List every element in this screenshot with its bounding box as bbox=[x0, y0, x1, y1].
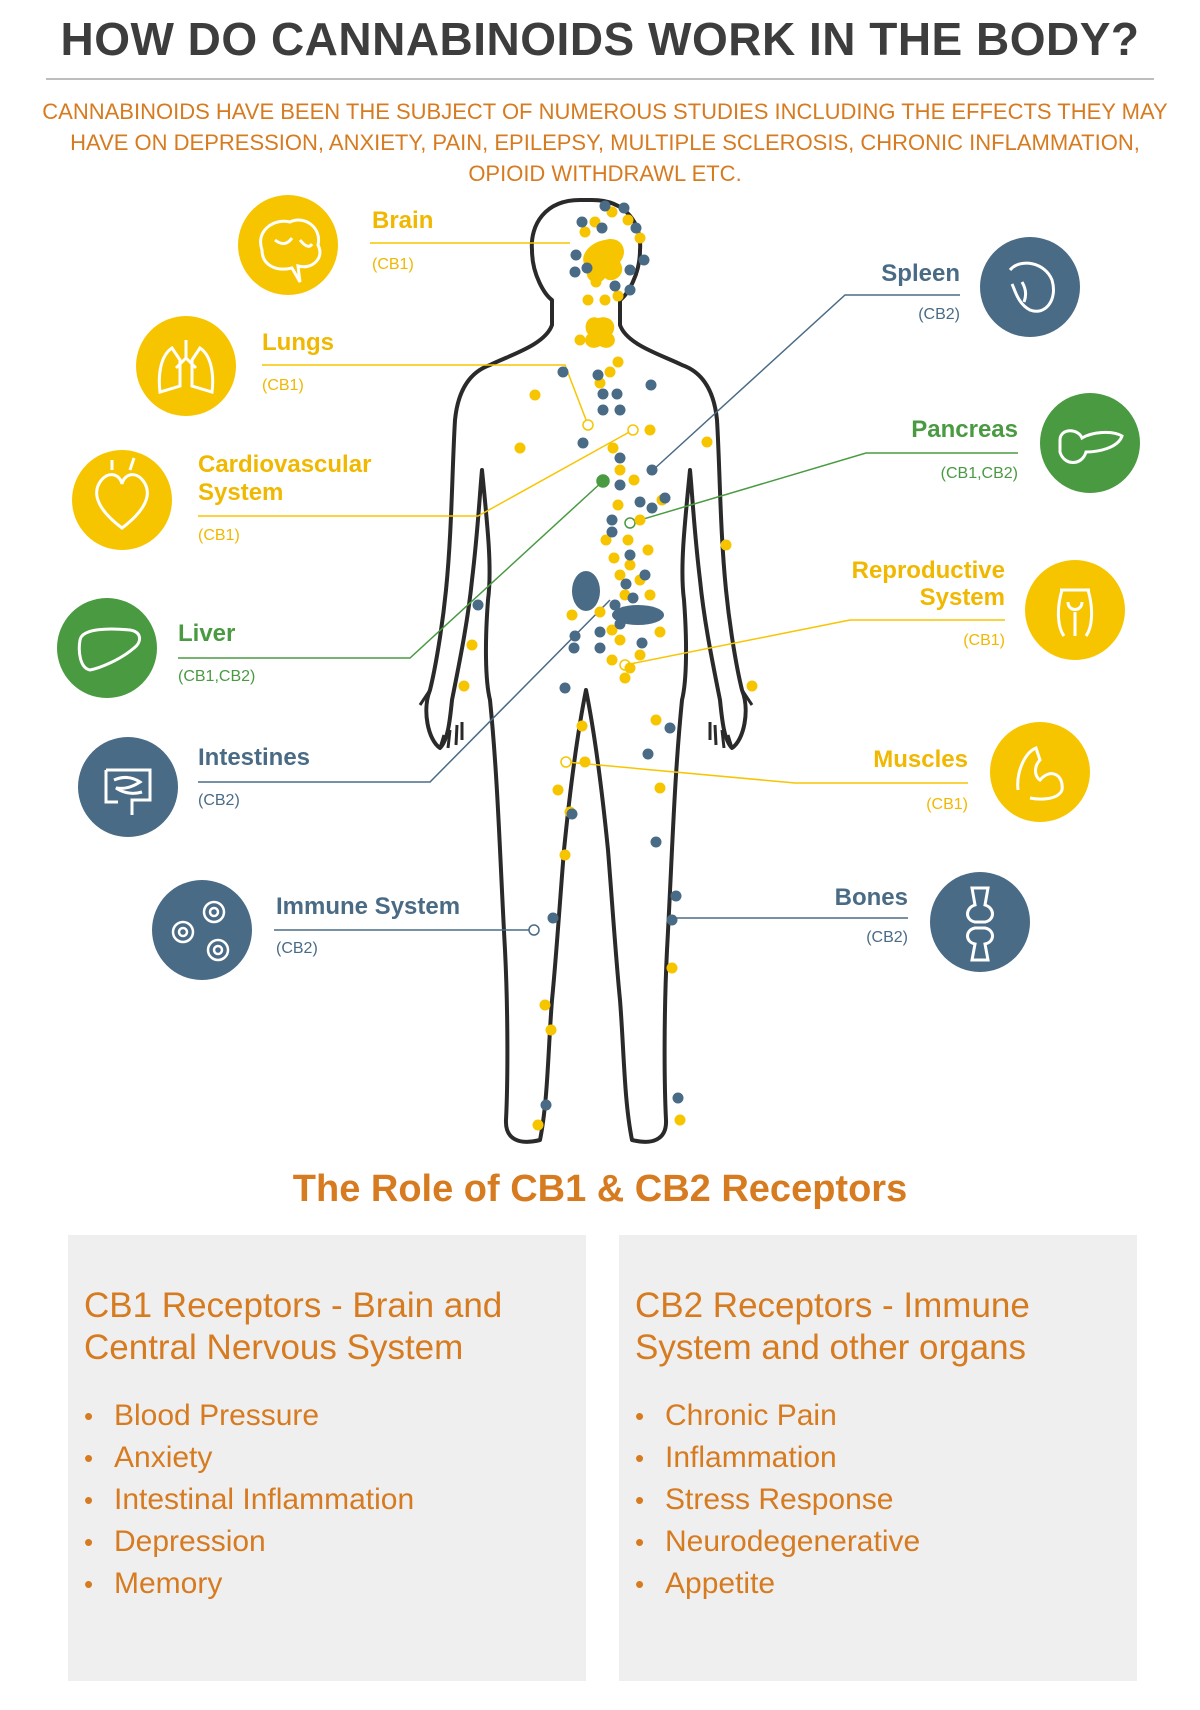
connector-cardio bbox=[198, 429, 634, 517]
organ-receptors-immune: (CB2) bbox=[276, 940, 318, 957]
organ-circle-immune bbox=[152, 880, 252, 980]
organ-circle-intestines bbox=[78, 737, 178, 837]
connector-lungs bbox=[262, 364, 589, 426]
organ-label-brain: Brain bbox=[372, 207, 434, 234]
cb1-list: Blood Pressure Anxiety Intestinal Inflam… bbox=[84, 1395, 414, 1605]
organ-circle-cardio bbox=[72, 450, 172, 550]
cb1-panel-title: CB1 Receptors - Brain and Central Nervou… bbox=[84, 1286, 503, 1367]
spleen-icon bbox=[1008, 261, 1055, 313]
list-item: Anxiety bbox=[84, 1437, 414, 1479]
organ-receptors-lungs: (CB1) bbox=[262, 377, 304, 394]
pancreas-icon bbox=[1058, 429, 1124, 464]
organ-label-immune: Immune System bbox=[276, 893, 461, 920]
organ-receptors-spleen: (CB2) bbox=[918, 306, 960, 323]
connector-spleen bbox=[652, 294, 960, 471]
list-item: Neurodegenerative bbox=[635, 1521, 920, 1563]
connector-lines bbox=[178, 242, 1018, 931]
cb2-panel-title: CB2 Receptors - Immune System and other … bbox=[635, 1286, 1030, 1367]
human-body-outline bbox=[424, 198, 748, 1144]
list-item: Depression bbox=[84, 1521, 414, 1563]
list-item: Chronic Pain bbox=[635, 1395, 920, 1437]
organ-circle-spleen bbox=[980, 237, 1080, 337]
intestines-icon bbox=[104, 768, 152, 815]
list-item: Appetite bbox=[635, 1563, 920, 1605]
list-item: Inflammation bbox=[635, 1437, 920, 1479]
organ-receptors-muscles: (CB1) bbox=[926, 796, 968, 813]
reproductive-icon bbox=[1056, 588, 1094, 637]
organ-label-intestines: Intestines bbox=[198, 744, 311, 771]
organ-receptors-bones: (CB2) bbox=[866, 929, 908, 946]
organ-label-muscles: Muscles bbox=[873, 746, 968, 773]
cb2-panel: CB2 Receptors - Immune System and other … bbox=[619, 1235, 1137, 1681]
connector-intestines bbox=[198, 599, 611, 783]
bone-icon bbox=[966, 886, 994, 962]
organ-label-bones: Bones bbox=[834, 884, 908, 911]
neck-cluster bbox=[585, 317, 615, 348]
heart-icon bbox=[95, 457, 149, 530]
organ-circle-liver bbox=[57, 598, 157, 698]
organ-label-spleen: Spleen bbox=[881, 260, 960, 287]
brain-cluster bbox=[583, 239, 625, 283]
organ-label-lungs: Lungs bbox=[262, 329, 334, 356]
connector-reproductive bbox=[624, 619, 1005, 666]
organ-receptors-brain: (CB1) bbox=[372, 256, 414, 273]
organ-receptors-pancreas: (CB1,CB2) bbox=[940, 465, 1018, 482]
organ-circle-reproductive bbox=[1025, 560, 1125, 660]
right-hand bbox=[708, 689, 754, 749]
organ-receptors-liver: (CB1,CB2) bbox=[178, 668, 256, 685]
stomach-shape bbox=[612, 605, 664, 625]
list-item: Intestinal Inflammation bbox=[84, 1479, 414, 1521]
organ-receptors-reproductive: (CB1) bbox=[963, 632, 1005, 649]
organ-label-liver: Liver bbox=[178, 620, 236, 647]
connector-muscles bbox=[565, 761, 968, 784]
list-item: Memory bbox=[84, 1563, 414, 1605]
liver-icon bbox=[77, 627, 141, 672]
organ-circle-lungs bbox=[136, 316, 236, 416]
page-subtitle: CANNABINOIDS HAVE BEEN THE SUBJECT OF NU… bbox=[42, 99, 1168, 186]
cb1-panel: CB1 Receptors - Brain and Central Nervou… bbox=[68, 1235, 586, 1681]
organ-circle-brain bbox=[238, 195, 338, 295]
lungs-icon bbox=[157, 340, 215, 394]
brain-icon bbox=[259, 218, 322, 283]
cb2-list: Chronic Pain Inflammation Stress Respons… bbox=[635, 1395, 920, 1605]
role-section-title: The Role of CB1 & CB2 Receptors bbox=[292, 1168, 908, 1210]
organ-label-cardio: Cardiovascular System bbox=[198, 451, 372, 506]
organ-label-reproductive: Reproductive System bbox=[851, 557, 1005, 611]
organ-circle-muscles bbox=[990, 722, 1090, 822]
organ-circle-pancreas bbox=[1040, 393, 1140, 493]
organ-circle-bones bbox=[930, 872, 1030, 972]
cells-icon bbox=[171, 900, 230, 962]
organ-label-pancreas: Pancreas bbox=[911, 416, 1018, 443]
left-hand bbox=[418, 689, 464, 749]
organ-receptors-intestines: (CB2) bbox=[198, 792, 240, 809]
spleen-shape bbox=[572, 571, 600, 611]
organ-receptors-cardio: (CB1) bbox=[198, 527, 240, 544]
cb2-receptor-dots bbox=[472, 200, 684, 1111]
list-item: Blood Pressure bbox=[84, 1395, 414, 1437]
connector-liver bbox=[178, 480, 604, 659]
muscle-icon bbox=[1016, 746, 1064, 801]
connector-pancreas bbox=[629, 452, 1018, 524]
list-item: Stress Response bbox=[635, 1479, 920, 1521]
title-divider bbox=[46, 78, 1154, 80]
page-title: HOW DO CANNABINOIDS WORK IN THE BODY? bbox=[60, 13, 1140, 65]
cb1-receptor-dots bbox=[458, 206, 758, 1131]
